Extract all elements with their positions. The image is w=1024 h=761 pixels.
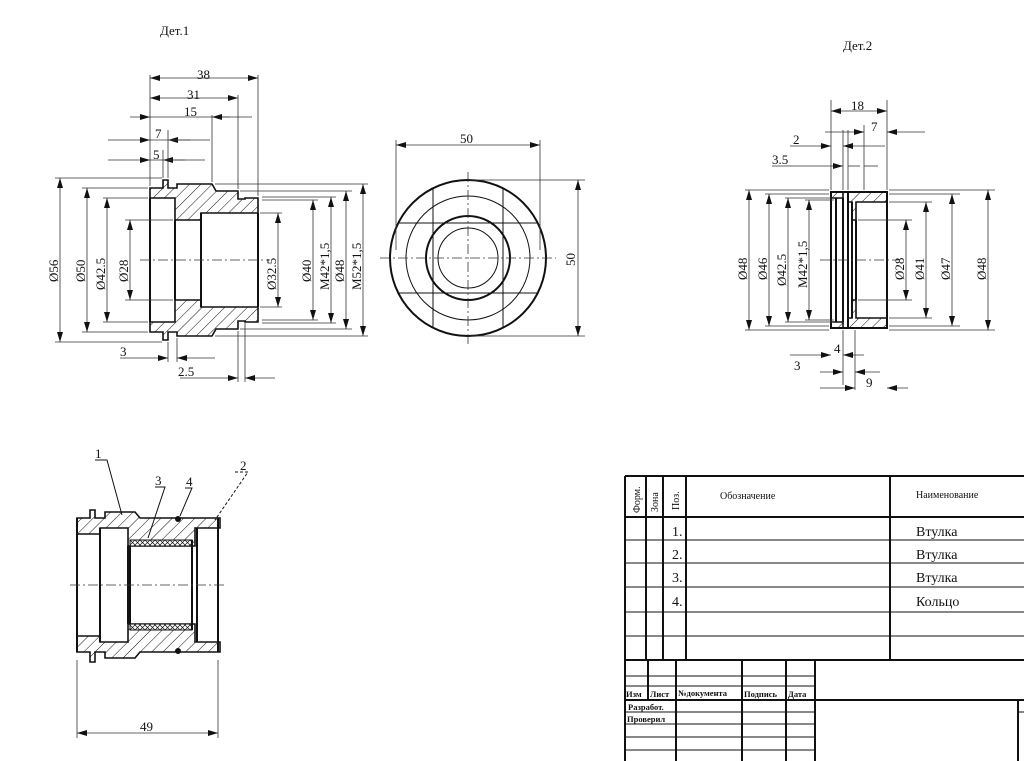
det1-section-view: Дет.1 38 31 15 7 5: [46, 23, 368, 382]
callout-2: 2: [240, 458, 247, 473]
det1-end-view: 50 50: [380, 131, 585, 344]
det1-lower-wall: [149, 299, 259, 341]
dim-38: 38: [197, 67, 210, 82]
row-name: Втулка: [916, 571, 958, 586]
dim-5: 5: [153, 147, 160, 162]
dim-7: 7: [871, 119, 878, 134]
dim-m52: M52*1,5: [349, 243, 364, 290]
callout-3: 3: [155, 473, 162, 488]
dim-3-5: 3.5: [772, 152, 788, 167]
dim-d32-5: Ø32.5: [264, 258, 279, 290]
dim-m42: M42*1,5: [317, 243, 332, 290]
table-row: 1. Втулка: [672, 525, 958, 540]
dim-3: 3: [794, 358, 801, 373]
dim-4: 4: [834, 341, 841, 356]
det1-upper-wall: [149, 179, 259, 221]
label-date: Дата: [788, 689, 807, 699]
det2-title: Дет.2: [843, 38, 872, 53]
dim-9: 9: [866, 375, 873, 390]
header-pos: Поз.: [671, 491, 682, 510]
label-sign: Подпись: [744, 689, 777, 699]
title-block: Изм Лист №документа Подпись Дата Разрабо…: [625, 659, 1024, 761]
dim-2-5: 2.5: [178, 364, 194, 379]
label-developed: Разработ.: [628, 702, 664, 712]
row-name: Втулка: [916, 525, 958, 540]
table-row: 2. Втулка: [672, 548, 958, 563]
dim-d42-5: Ø42.5: [93, 258, 108, 290]
label-checked: Проверил: [627, 714, 665, 724]
row-pos: 1.: [672, 525, 683, 540]
dim-height-50: 50: [563, 253, 578, 266]
det1-title: Дет.1: [160, 23, 189, 38]
dim-m42: M42*1,5: [795, 241, 810, 288]
dim-d46: Ø46: [755, 257, 770, 280]
callout-4: 4: [186, 474, 193, 489]
dim-49: 49: [140, 719, 153, 734]
dim-d48-left: Ø48: [735, 258, 750, 280]
dim-d42-5: Ø42.5: [774, 254, 789, 286]
assembly-view: 1 2 3 4 49: [70, 446, 249, 738]
row-name: Втулка: [916, 548, 958, 563]
dim-d48-right: Ø48: [974, 258, 989, 280]
dim-18: 18: [851, 98, 864, 113]
table-row: 4. Кольцо: [672, 595, 959, 610]
dim-d47: Ø47: [938, 257, 953, 280]
callout-1: 1: [95, 446, 102, 461]
dim-2: 2: [793, 132, 800, 147]
dim-width-50: 50: [460, 131, 473, 146]
dim-31: 31: [187, 87, 200, 102]
row-pos: 3.: [672, 571, 683, 586]
label-izm: Изм: [626, 689, 642, 699]
dim-d41: Ø41: [912, 258, 927, 280]
dim-d56: Ø56: [46, 259, 61, 282]
dim-d28: Ø28: [892, 258, 907, 280]
header-zone: Зона: [650, 492, 661, 512]
header-designation: Обозначение: [720, 491, 776, 502]
label-doc-no: №документа: [678, 688, 728, 698]
row-pos: 4.: [672, 595, 683, 610]
header-form: Форм.: [632, 486, 643, 513]
dim-d48: Ø48: [332, 260, 347, 282]
row-pos: 2.: [672, 548, 683, 563]
dim-d50: Ø50: [73, 260, 88, 282]
dim-15: 15: [184, 104, 197, 119]
det2-section-view: Дет.2: [735, 38, 995, 391]
row-name: Кольцо: [916, 595, 959, 610]
dim-d28: Ø28: [116, 260, 131, 282]
specification-table: Форм. Зона Поз. Обозначение Наименование…: [624, 475, 1024, 761]
dim-d40: Ø40: [299, 260, 314, 282]
table-row: 3. Втулка: [672, 571, 958, 586]
dim-7: 7: [155, 126, 162, 141]
dim-3: 3: [120, 344, 127, 359]
header-name: Наименование: [916, 490, 979, 501]
label-list: Лист: [650, 689, 670, 699]
